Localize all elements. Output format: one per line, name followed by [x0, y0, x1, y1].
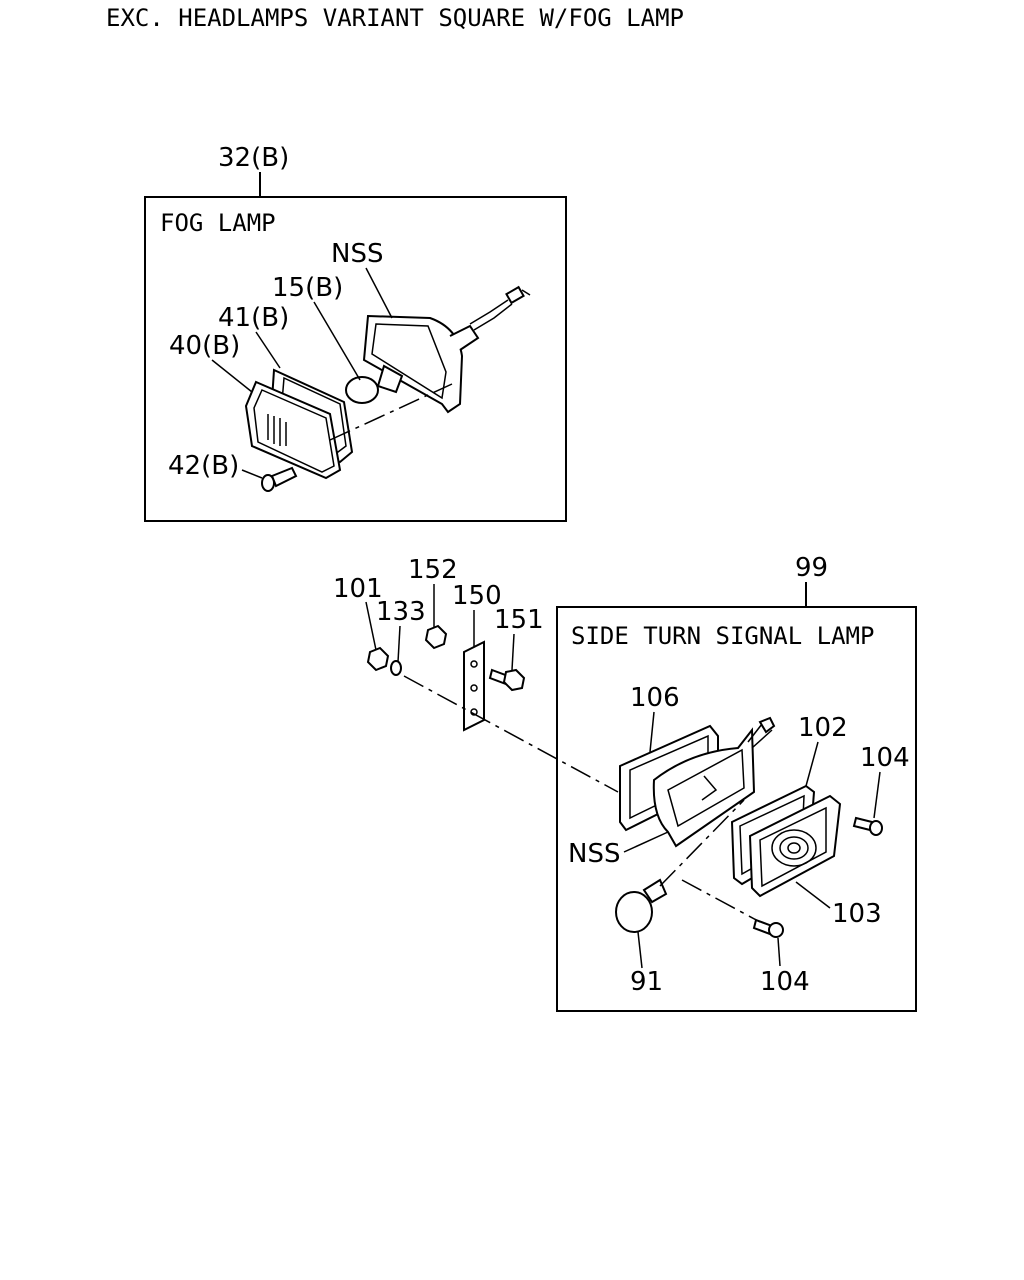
side-turn-box	[556, 606, 917, 1012]
fog-lamp-bulb	[345, 364, 404, 404]
fog-label-nss: NSS	[331, 239, 383, 269]
fog-leader-42b	[241, 469, 263, 479]
fog-label-41b: 41(B)	[218, 303, 289, 333]
fog-box-heading: FOG LAMP	[160, 209, 276, 237]
side-label-nss: NSS	[568, 839, 620, 869]
fog-lamp-lens	[244, 380, 342, 480]
side-label-102: 102	[798, 713, 848, 743]
label-150: 150	[452, 581, 502, 611]
fog-lamp-box	[144, 196, 567, 522]
side-leader-104-upper	[873, 771, 881, 819]
side-label-104-lower: 104	[760, 967, 810, 997]
side-center-line-lower	[681, 879, 761, 923]
fog-box-ref-label: 32(B)	[218, 143, 289, 173]
fog-label-40b: 40(B)	[169, 331, 240, 361]
side-leader-106	[649, 711, 655, 753]
bracket-group: 101 133 152 150 151	[333, 555, 619, 793]
side-box-heading: SIDE TURN SIGNAL LAMP	[571, 622, 874, 650]
leader-151	[511, 633, 515, 671]
fog-lamp-group: 32(B) FOG LAMP	[144, 143, 567, 522]
side-label-106: 106	[630, 683, 680, 713]
label-101: 101	[333, 574, 383, 604]
side-turn-housing	[652, 716, 776, 848]
bracket-center-line	[403, 675, 619, 793]
side-leader-nss	[623, 831, 669, 853]
side-turn-group: 99 SIDE TURN SIGNAL LAMP	[556, 553, 917, 1012]
side-leader-102	[805, 741, 819, 787]
side-leader-103	[795, 881, 831, 909]
side-screw-104-lower	[752, 918, 784, 938]
side-screw-104-upper	[852, 816, 883, 836]
nut-101	[366, 646, 390, 672]
fog-lamp-housing	[362, 285, 531, 414]
label-151: 151	[494, 605, 544, 635]
fog-leader-40b	[211, 359, 253, 393]
fog-label-42b: 42(B)	[168, 451, 239, 481]
bracket-150	[463, 640, 485, 732]
fog-lamp-screw	[261, 466, 298, 492]
leader-101	[365, 601, 377, 651]
fog-leader-15b	[313, 301, 361, 381]
label-152: 152	[408, 555, 458, 585]
washer-133	[390, 660, 402, 676]
label-133: 133	[376, 597, 426, 627]
fog-leader-41b	[255, 331, 281, 369]
fog-leader-nss	[365, 267, 393, 319]
leader-133	[397, 625, 401, 663]
nut-152	[424, 624, 448, 650]
side-lens-103	[748, 794, 842, 898]
side-center-line-upper	[659, 799, 745, 887]
side-leader-104-lower	[777, 937, 781, 967]
side-bulb-91	[615, 878, 668, 933]
side-label-91: 91	[630, 967, 663, 997]
fog-center-line	[329, 383, 453, 441]
side-leader-91	[637, 931, 643, 969]
fog-label-15b: 15(B)	[272, 273, 343, 303]
side-label-104-upper: 104	[860, 743, 910, 773]
side-box-ref-label: 99	[795, 553, 828, 583]
diagram-title: EXC. HEADLAMPS VARIANT SQUARE W/FOG LAMP	[106, 4, 684, 32]
side-label-103: 103	[832, 899, 882, 929]
